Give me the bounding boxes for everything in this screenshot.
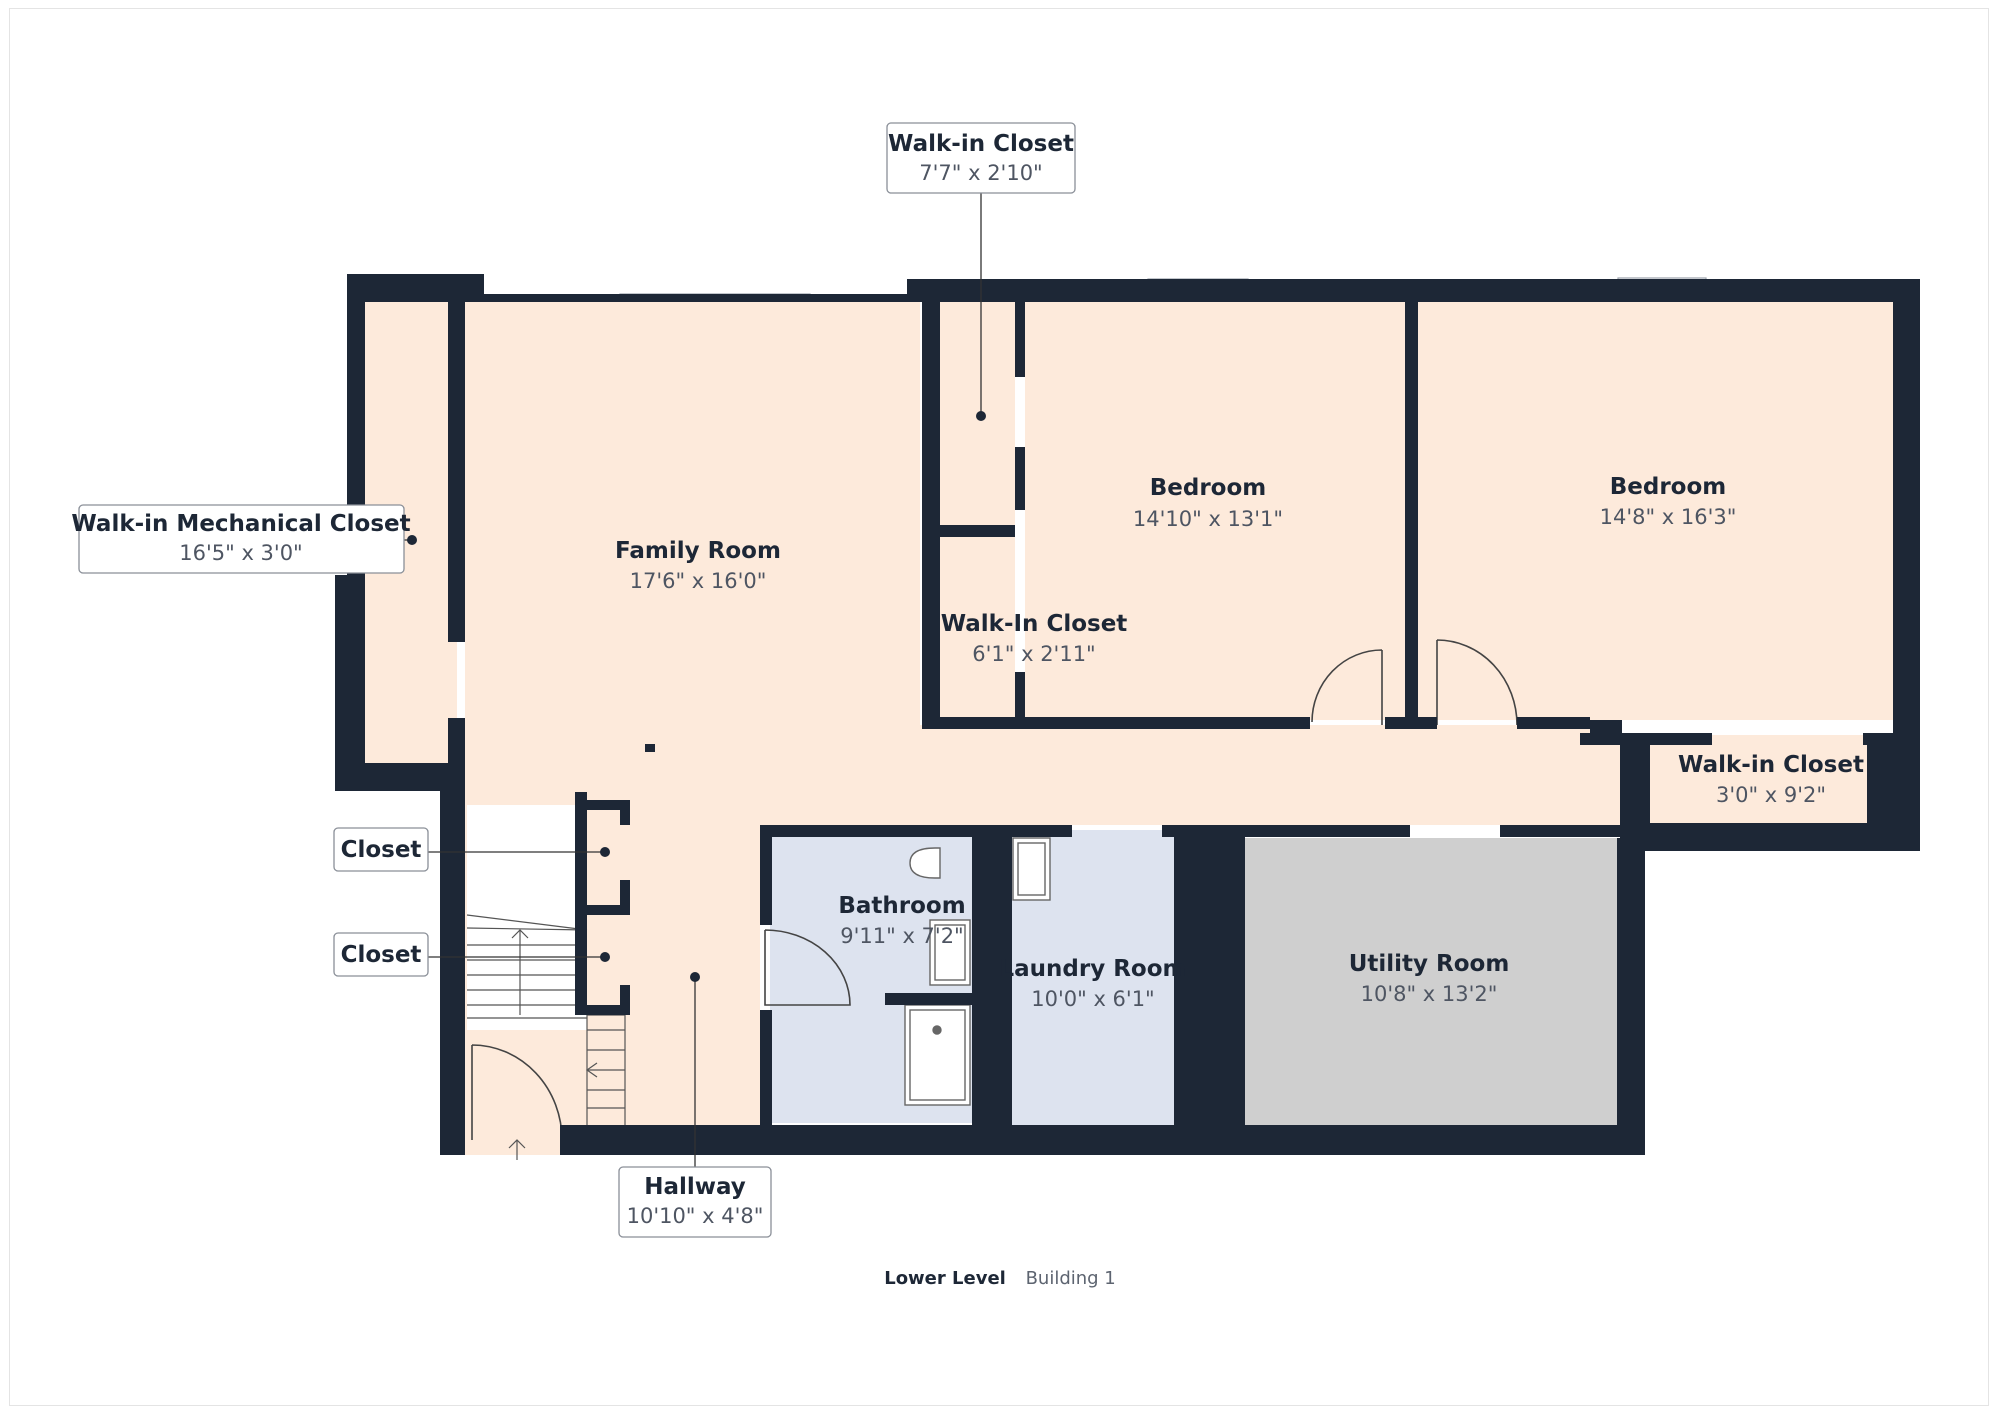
entry-door-icon <box>471 1044 563 1141</box>
callout-walkin-closet-top: Walk-in Closet 7'7" x 2'10" <box>886 122 1076 194</box>
bathroom-name: Bathroom <box>838 893 965 919</box>
bedroom-2-dim: 14'8" x 16'3" <box>1600 505 1737 529</box>
walkin-closet-right-name: Walk-in Closet <box>1678 752 1864 778</box>
floor-utility <box>1245 838 1617 1126</box>
family-room-dim: 17'6" x 16'0" <box>630 569 767 593</box>
callouts: Walk-in Closet 7'7" x 2'10" Walk-in Mech… <box>71 122 1076 1238</box>
walkin-closet-mid-name: Walk-In Closet <box>941 611 1128 637</box>
bathroom-door-icon <box>764 929 851 1006</box>
doors <box>471 639 1518 1141</box>
floor-bedroom-1 <box>1025 302 1405 720</box>
leaders <box>404 192 982 1168</box>
floor-footer: Lower Level Building 1 <box>0 1268 2000 1289</box>
callout-hallway-dim: 10'10" x 4'8" <box>627 1204 764 1228</box>
stairs <box>466 805 626 1160</box>
callout-hallway: Hallway 10'10" x 4'8" <box>618 1166 772 1238</box>
callout-mechanical-name: Walk-in Mechanical Closet <box>71 511 410 537</box>
callout-mechanical-dim: 16'5" x 3'0" <box>179 541 302 565</box>
leader-dots <box>407 411 986 982</box>
fixtures <box>904 837 1051 1106</box>
callout-closet-1-name: Closet <box>341 837 422 863</box>
callout-closet-1: Closet <box>333 827 429 872</box>
floor-walkin-right <box>1650 735 1885 823</box>
bedroom-1-name: Bedroom <box>1150 475 1267 501</box>
bedroom-2-name: Bedroom <box>1610 474 1727 500</box>
laundry-room-name: Laundry Room <box>999 956 1186 982</box>
floor-walkin-mid <box>940 537 1015 717</box>
floor-stair-landing <box>465 1035 560 1155</box>
laundry-room-dim: 10'0" x 6'1" <box>1031 987 1154 1011</box>
walkin-closet-mid-dim: 6'1" x 2'11" <box>972 642 1095 666</box>
toilet-icon <box>909 847 941 879</box>
bedroom-1-dim: 14'10" x 13'1" <box>1133 507 1283 531</box>
callout-mechanical-closet: Walk-in Mechanical Closet 16'5" x 3'0" <box>71 504 411 574</box>
bathroom-dim: 9'11" x 7'2" <box>840 924 963 948</box>
bedroom-1-door-icon <box>1311 649 1383 725</box>
walkin-closet-right-dim: 3'0" x 9'2" <box>1716 783 1826 807</box>
floor-fills <box>365 290 1908 1155</box>
callout-walkin-top-dim: 7'7" x 2'10" <box>919 161 1042 185</box>
level-label: Lower Level <box>884 1268 1006 1289</box>
floor-bedroom-2 <box>1418 290 1908 720</box>
utility-room-dim: 10'8" x 13'2" <box>1361 982 1498 1006</box>
callout-walkin-top-name: Walk-in Closet <box>888 131 1074 157</box>
bedroom-2-door-icon <box>1436 639 1518 726</box>
page-frame <box>9 8 1989 1406</box>
callout-closet-2-name: Closet <box>341 942 422 968</box>
room-labels: Family Room 17'6" x 16'0" Bedroom 14'10"… <box>615 474 1864 1011</box>
building-label: Building 1 <box>1025 1268 1116 1289</box>
callout-hallway-name: Hallway <box>644 1174 746 1200</box>
utility-room-name: Utility Room <box>1349 951 1510 977</box>
walls <box>335 274 1920 1155</box>
callout-closet-2: Closet <box>333 932 429 977</box>
family-room-name: Family Room <box>615 538 781 564</box>
